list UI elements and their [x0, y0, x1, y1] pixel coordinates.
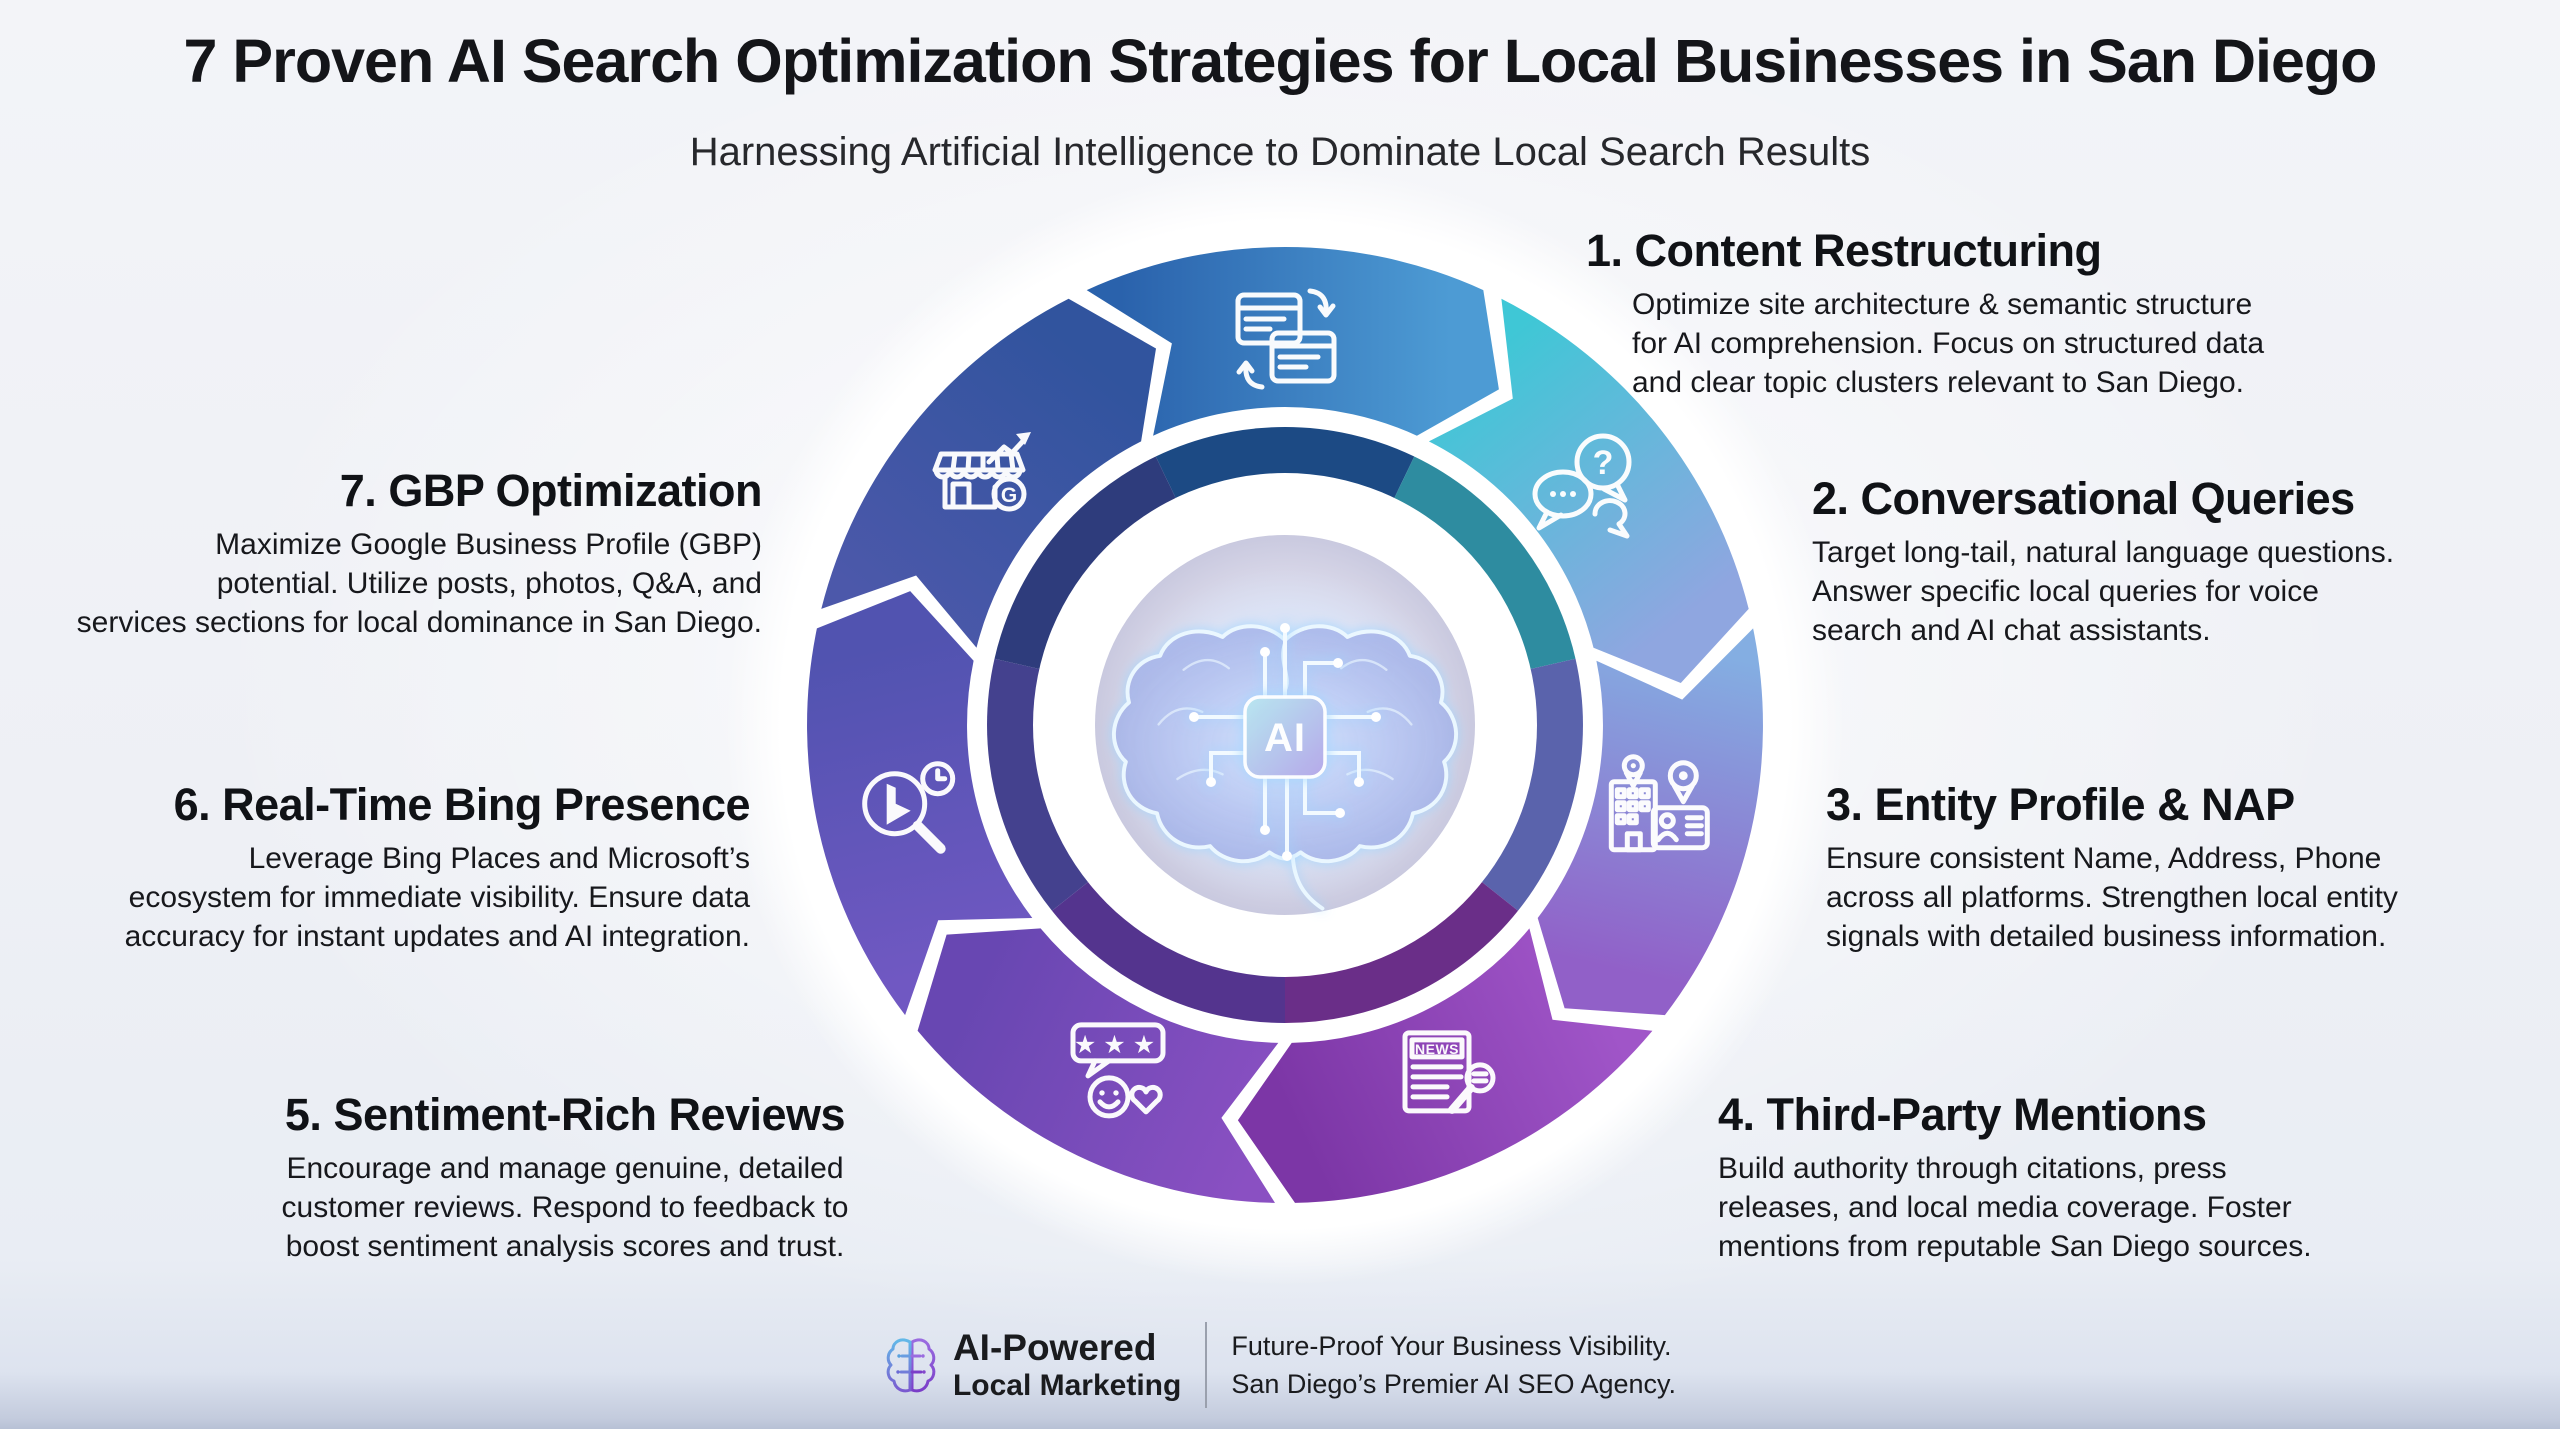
- wheel-segment-real-time-bing-presence: [807, 591, 1033, 1016]
- ai-circuit-traces: [1189, 623, 1381, 861]
- ai-chip: AI: [1243, 695, 1327, 779]
- strategy-block-1: 1. Content Restructuring Optimize site a…: [1586, 226, 2264, 402]
- bing-search-clock-icon: [862, 761, 956, 854]
- strategy-body: Target long-tail, natural language quest…: [1812, 535, 2395, 647]
- strategy-wheel: ? NEWS ★★★: [685, 125, 1885, 1325]
- storefront-google-arrow-icon: G: [932, 432, 1031, 512]
- strategy-heading: 4. Third-Party Mentions: [1718, 1089, 2207, 1140]
- strategy-heading: 5. Sentiment-Rich Reviews: [284, 1089, 846, 1140]
- reviews-smiley-icon: ★★★: [1070, 1022, 1166, 1119]
- page-title: 7 Proven AI Search Optimization Strategi…: [183, 27, 2378, 95]
- strategy-block-7: 7. GBP Optimization Maximize Google Busi…: [76, 465, 763, 642]
- svg-text:NEWS: NEWS: [1415, 1041, 1459, 1057]
- building-pin-card-icon: [1608, 754, 1710, 853]
- wheel-segment-sentiment-rich-reviews: [917, 928, 1279, 1203]
- tagline-line-2: San Diego’s Premier AI SEO Agency.: [1231, 1369, 1677, 1399]
- svg-text:★★★: ★★★: [1074, 1031, 1162, 1059]
- strategy-block-4: 4. Third-Party Mentions Build authority …: [1718, 1090, 2312, 1266]
- strategy-body: Maximize Google Business Profile (GBP) p…: [76, 527, 762, 639]
- footer-divider: [1205, 1322, 1208, 1408]
- svg-text:G: G: [1001, 484, 1017, 507]
- svg-text:?: ?: [1593, 444, 1614, 482]
- strategy-heading: 2. Conversational Queries: [1812, 473, 2355, 524]
- strategy-body: Optimize site architecture & semantic st…: [1632, 287, 2265, 399]
- news-microphone-icon: NEWS: [1402, 1030, 1496, 1114]
- strategy-block-2: 2. Conversational Queries Target long-ta…: [1812, 474, 2394, 650]
- strategy-heading: 3. Entity Profile & NAP: [1826, 779, 2295, 830]
- strategy-body: Leverage Bing Places and Microsoft’s eco…: [124, 841, 750, 953]
- tagline-line-1: Future-Proof Your Business Visibility.: [1231, 1331, 1672, 1361]
- footer: AI-Powered Local Marketing Future-Proof …: [0, 1322, 2560, 1408]
- strategy-block-3: 3. Entity Profile & NAP Ensure consisten…: [1826, 780, 2398, 956]
- strategy-body: Build authority through citations, press…: [1718, 1151, 2312, 1263]
- wheel-segment-entity-profile-nap: [1537, 628, 1763, 1016]
- brand-name: AI-Powered: [952, 1327, 1157, 1368]
- brand-lockup: AI-Powered Local Marketing: [884, 1327, 1181, 1403]
- chat-bubbles-icon: ?: [1532, 433, 1632, 539]
- sync-documents-icon: [1235, 288, 1337, 390]
- brand-brain-logo-icon: [886, 1338, 936, 1393]
- brand-text: AI-Powered Local Marketing: [953, 1327, 1181, 1403]
- strategy-body: Ensure consistent Name, Address, Phone a…: [1826, 841, 2398, 953]
- strategy-heading: 1. Content Restructuring: [1586, 225, 2102, 276]
- brand-subname: Local Marketing: [952, 1369, 1182, 1402]
- strategy-heading: 6. Real-Time Bing Presence: [173, 779, 751, 830]
- strategy-wheel-svg: ? NEWS ★★★: [725, 165, 1845, 1285]
- strategy-block-5: 5. Sentiment-Rich Reviews Encourage and …: [240, 1090, 890, 1266]
- strategy-heading: 7. GBP Optimization: [339, 465, 763, 516]
- strategy-body: Encourage and manage genuine, detailed c…: [281, 1151, 849, 1263]
- strategy-block-6: 6. Real-Time Bing Presence Leverage Bing…: [124, 779, 751, 956]
- ai-chip-label: AI: [1264, 716, 1306, 760]
- footer-tagline: Future-Proof Your Business Visibility. S…: [1231, 1327, 1676, 1403]
